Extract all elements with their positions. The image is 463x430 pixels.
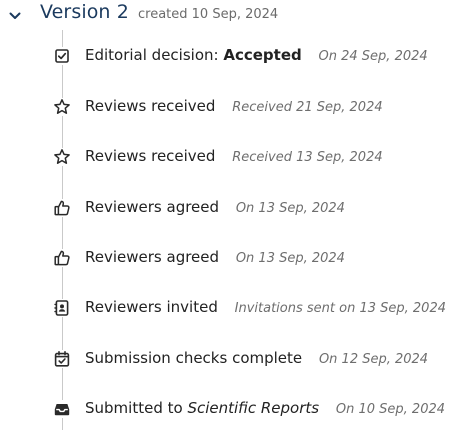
event-date: On 13 Sep, 2024 xyxy=(235,201,345,216)
event-label: Reviewers agreed xyxy=(85,198,220,216)
event-date: Invitations sent on 13 Sep, 2024 xyxy=(234,301,446,316)
thumbs-up-icon xyxy=(53,249,71,267)
event-label: Reviewers invited xyxy=(85,298,218,316)
chevron-down-icon[interactable] xyxy=(9,11,21,21)
decision-value: Accepted xyxy=(223,46,302,64)
version-header[interactable]: Version 2 created 10 Sep, 2024 xyxy=(0,0,463,30)
event-label: Reviews received xyxy=(85,147,216,165)
timeline-event-reviews-received: Reviews received Received 13 Sep, 2024 xyxy=(0,144,463,170)
version-created-date: created 10 Sep, 2024 xyxy=(138,7,279,22)
event-label: Reviews received xyxy=(85,97,216,115)
event-label: Reviewers agreed xyxy=(85,248,220,266)
star-icon xyxy=(53,98,71,116)
timeline-event-editorial-decision: Editorial decision: Accepted On 24 Sep, … xyxy=(0,43,463,69)
thumbs-up-icon xyxy=(53,199,71,217)
timeline-event-reviewers-invited: Reviewers invited Invitations sent on 13… xyxy=(0,295,463,321)
event-date: On 13 Sep, 2024 xyxy=(235,251,345,266)
event-date: On 12 Sep, 2024 xyxy=(318,352,429,367)
calendar-check-icon xyxy=(53,350,71,368)
journal-name[interactable]: Scientific Reports xyxy=(187,399,320,417)
event-date: On 10 Sep, 2024 xyxy=(335,402,446,417)
timeline-event-reviewers-agreed: Reviewers agreed On 13 Sep, 2024 xyxy=(0,195,463,221)
timeline-event-submitted: Submitted to Scientific Reports On 10 Se… xyxy=(0,396,463,422)
person-card-icon xyxy=(53,299,71,317)
inbox-icon xyxy=(53,400,71,418)
event-date: Received 13 Sep, 2024 xyxy=(232,150,383,165)
timeline-event-submission-checks: Submission checks complete On 12 Sep, 20… xyxy=(0,346,463,372)
event-label: Submission checks complete xyxy=(85,349,303,367)
event-label: Submitted to xyxy=(85,399,183,417)
checkbox-checked-icon xyxy=(53,47,71,65)
version-title: Version 2 xyxy=(40,1,129,23)
event-label: Editorial decision: xyxy=(85,46,219,64)
timeline-event-reviewers-agreed: Reviewers agreed On 13 Sep, 2024 xyxy=(0,245,463,271)
event-date: On 24 Sep, 2024 xyxy=(318,49,428,64)
star-icon xyxy=(53,148,71,166)
timeline-event-reviews-received: Reviews received Received 21 Sep, 2024 xyxy=(0,94,463,120)
timeline-line xyxy=(62,30,63,430)
event-date: Received 21 Sep, 2024 xyxy=(232,100,383,115)
